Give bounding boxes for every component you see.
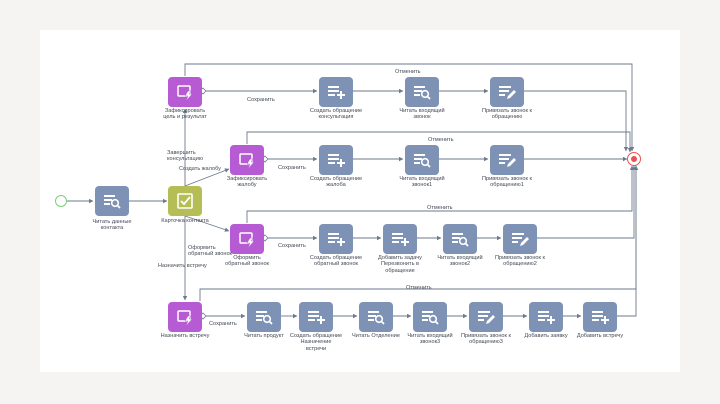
task-read-incoming3[interactable] bbox=[413, 302, 447, 332]
edit-record-icon bbox=[499, 86, 516, 99]
read-icon bbox=[368, 311, 385, 325]
task-read-incoming3-label: Читать входящий звонок3 bbox=[407, 333, 453, 346]
add-record-icon bbox=[328, 233, 345, 246]
edge-label-finish-consult: Завершить консультацию bbox=[167, 150, 204, 163]
flow-r2-cancel bbox=[246, 131, 633, 153]
edge-label-save3: Сохранить bbox=[278, 243, 306, 249]
read-icon bbox=[256, 311, 273, 325]
task-schedule-meeting-label: Назначить встречу bbox=[160, 333, 210, 339]
edge-label-meeting: Назначить встречу bbox=[158, 263, 207, 269]
task-fix-complaint-label: Зафиксировать жалобу bbox=[226, 176, 268, 189]
edge-label-create-complaint: Создать жалобу bbox=[179, 166, 221, 172]
task-fix-goal-label: Зафиксировать цель и результат bbox=[163, 108, 207, 121]
edge-label-cancel1: Отменить bbox=[395, 69, 421, 75]
add-record-icon bbox=[308, 311, 325, 324]
task-bind-call-label: Привязать звонок к обращению bbox=[481, 108, 532, 121]
task-bind-call3[interactable] bbox=[469, 302, 503, 332]
task-read-contact-label: Читать данные контакта bbox=[92, 219, 132, 232]
task-callback-form-label: Оформить обратный звонок bbox=[225, 255, 269, 268]
gateway-contact-card-label: Карточка контакта bbox=[161, 218, 209, 224]
add-record-icon bbox=[538, 311, 555, 324]
task-read-branch-label: Читать Отделение bbox=[352, 333, 400, 339]
task-fix-goal[interactable] bbox=[168, 77, 202, 107]
task-read-product[interactable] bbox=[247, 302, 281, 332]
task-read-incoming2-label: Читать входящий звонок2 bbox=[437, 255, 483, 268]
lightning-form-icon bbox=[177, 310, 193, 327]
task-create-meeting-label: Создать обращение Назначение встречи bbox=[289, 333, 343, 352]
task-bind-call1[interactable] bbox=[490, 145, 524, 175]
flow-r3-cancel bbox=[246, 165, 635, 223]
process-canvas: Читать данные контакта Карточка контакта… bbox=[40, 30, 680, 372]
flow-r3-end bbox=[537, 165, 637, 239]
flow-r4-cancel bbox=[199, 165, 639, 301]
add-record-icon bbox=[592, 311, 609, 324]
task-bind-call2-label: Привязать звонок к обращению2 bbox=[494, 255, 545, 268]
lightning-form-icon bbox=[239, 232, 255, 249]
task-read-incoming-label: Читать входящий звонок bbox=[399, 108, 445, 121]
add-record-icon bbox=[328, 154, 345, 167]
task-read-incoming1-label: Читать входящий звонок1 bbox=[399, 176, 445, 189]
task-read-incoming1[interactable] bbox=[405, 145, 439, 175]
read-icon bbox=[414, 86, 431, 100]
read-icon bbox=[414, 154, 431, 168]
task-read-product-label: Читать продукт bbox=[244, 333, 284, 339]
task-read-contact[interactable] bbox=[95, 186, 129, 216]
add-record-icon bbox=[392, 233, 409, 246]
read-icon bbox=[452, 233, 469, 247]
task-callback-form[interactable] bbox=[230, 224, 264, 254]
task-read-incoming2[interactable] bbox=[443, 224, 477, 254]
task-schedule-meeting[interactable] bbox=[168, 302, 202, 332]
edit-record-icon bbox=[499, 154, 516, 167]
task-bind-call1-label: Привязать звонок к обращению1 bbox=[481, 176, 532, 189]
end-event bbox=[627, 152, 641, 166]
flow-r4-end bbox=[617, 165, 639, 317]
lightning-form-icon bbox=[177, 85, 193, 102]
task-bind-call2[interactable] bbox=[503, 224, 537, 254]
task-read-incoming[interactable] bbox=[405, 77, 439, 107]
gateway-contact-card[interactable] bbox=[168, 186, 202, 216]
task-add-meeting-label: Добавить встречу bbox=[576, 333, 624, 339]
flow-card-complaint bbox=[184, 168, 230, 187]
task-create-callback-label: Создать обращение обратный звонок bbox=[309, 255, 363, 268]
task-create-meeting[interactable] bbox=[299, 302, 333, 332]
edit-record-icon bbox=[512, 233, 529, 246]
edge-label-cancel4: Отменить bbox=[406, 285, 432, 291]
check-page-icon bbox=[177, 193, 193, 209]
task-bind-call3-label: Привязать звонок к обращению3 bbox=[460, 333, 511, 346]
read-icon bbox=[104, 195, 121, 209]
flow-r1-end bbox=[524, 90, 629, 152]
task-bind-call[interactable] bbox=[490, 77, 524, 107]
edge-label-save2: Сохранить bbox=[278, 165, 306, 171]
task-add-request[interactable] bbox=[529, 302, 563, 332]
task-create-consult[interactable] bbox=[319, 77, 353, 107]
flow-card-callback bbox=[184, 215, 230, 232]
task-fix-complaint[interactable] bbox=[230, 145, 264, 175]
task-add-meeting[interactable] bbox=[583, 302, 617, 332]
edge-label-save4: Сохранить bbox=[209, 321, 237, 327]
task-create-consult-label: Создать обращение консультация bbox=[309, 108, 363, 121]
edge-label-callback: Оформить обратный звонок bbox=[188, 245, 232, 258]
task-create-complaint[interactable] bbox=[319, 145, 353, 175]
sequence-flows bbox=[67, 63, 639, 320]
task-add-task[interactable] bbox=[383, 224, 417, 254]
task-create-complaint-label: Создать обращение жалоба bbox=[309, 176, 363, 189]
edge-label-cancel2: Отменить bbox=[428, 137, 454, 143]
read-icon bbox=[422, 311, 439, 325]
flow-r1-cancel bbox=[184, 63, 635, 152]
task-add-request-label: Добавить заявку bbox=[524, 333, 568, 339]
edge-label-cancel3: Отменить bbox=[427, 205, 453, 211]
edit-record-icon bbox=[478, 311, 495, 324]
task-read-branch[interactable] bbox=[359, 302, 393, 332]
start-event bbox=[55, 195, 67, 207]
edge-label-save1: Сохранить bbox=[247, 97, 275, 103]
task-create-callback[interactable] bbox=[319, 224, 353, 254]
add-record-icon bbox=[328, 86, 345, 99]
task-add-task-label: Добавить задачу Перезвонить в обращение bbox=[378, 255, 422, 274]
lightning-form-icon bbox=[239, 153, 255, 170]
